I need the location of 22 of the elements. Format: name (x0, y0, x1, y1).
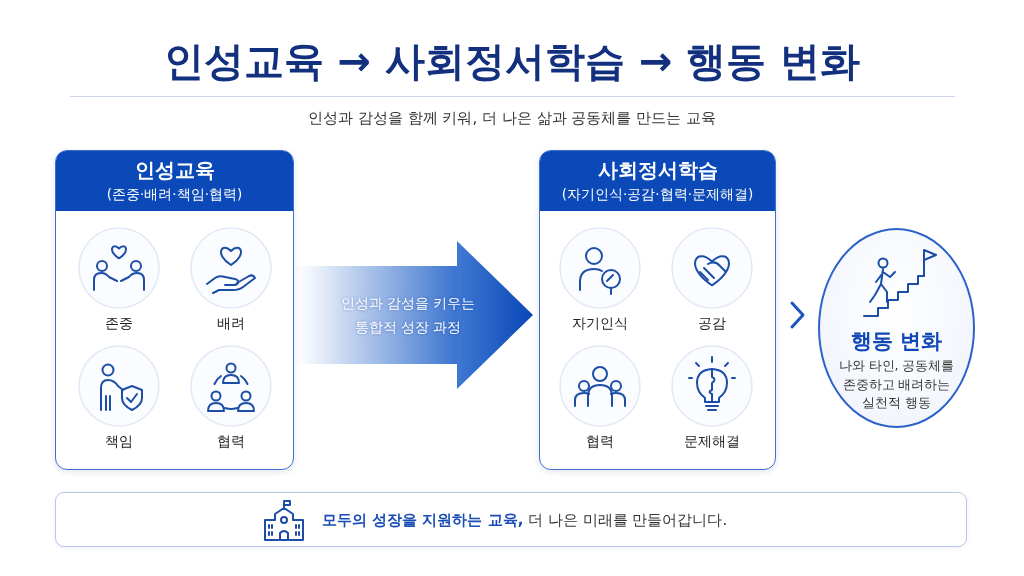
panel-title: 사회정서학습 (597, 157, 718, 183)
result-text: 나와 타인, 공동체를 존중하고 배려하는 실천적 행동 (837, 357, 956, 412)
chevron-arrow (790, 301, 805, 329)
subtitle: 인성과 감성을 함께 키워, 더 나은 삶과 공동체를 만드는 교육 (308, 108, 716, 129)
panel-subtitle: (존중·배려·책임·협력) (106, 185, 243, 204)
panel-card (55, 150, 294, 470)
panel-subtitle: (자기인식·공감·협력·문제해결) (561, 185, 754, 204)
item-label: 존중 (105, 314, 133, 333)
title: 인성교육 → 사회정서학습 → 행동 변화 (163, 37, 861, 86)
banner (55, 492, 967, 547)
result-title: 행동 변화 (850, 328, 943, 355)
panel-card (539, 150, 776, 470)
banner-text: 모두의 성장을 지원하는 교육, 더 나은 미래를 만들어갑니다. (322, 509, 728, 531)
item-label: 자기인식 (572, 314, 628, 333)
edge-label: 인성과 감성을 키우는 통합적 성장 과정 (339, 294, 477, 337)
item-label: 배려 (217, 314, 245, 333)
item-label: 협력 (586, 432, 614, 451)
item-label: 공감 (698, 314, 726, 333)
panel-title: 인성교육 (134, 157, 215, 183)
item-label: 협력 (217, 432, 245, 451)
item-label: 문제해결 (684, 432, 740, 451)
item-label: 책임 (105, 432, 133, 451)
